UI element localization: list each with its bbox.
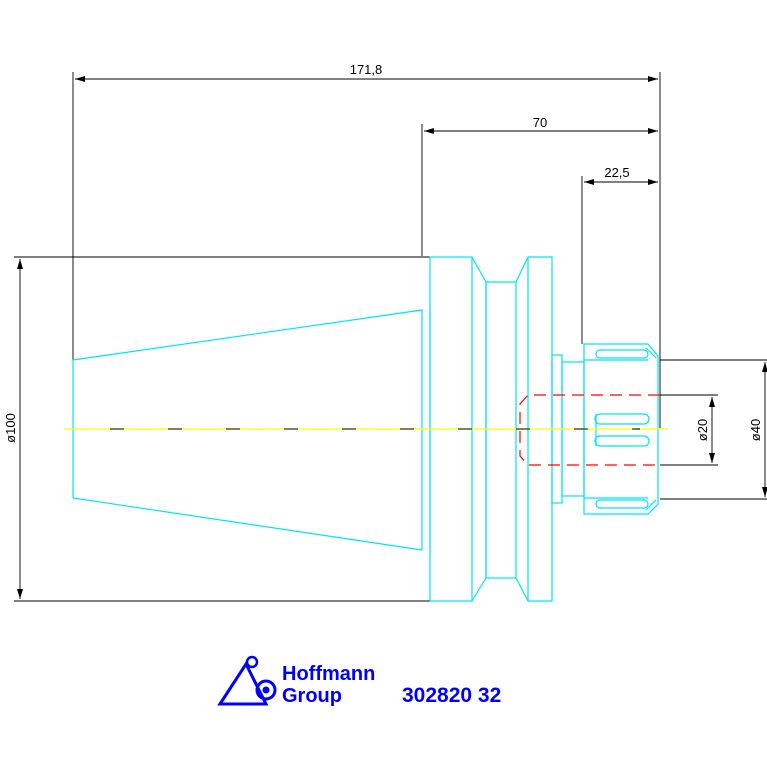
logo-emblem-icon (217, 655, 277, 706)
dimension-overall-length: 171,8 (72, 62, 661, 428)
dimension-bore-diameter: ø20 (660, 394, 718, 466)
logo-word-hoffmann: Hoffmann (282, 663, 375, 685)
taper-shank (72, 309, 423, 551)
bore-diameter-label: ø20 (695, 419, 710, 441)
hidden-bore (519, 394, 660, 466)
hoffmann-group-logo: Hoffmann Group (217, 655, 375, 707)
overall-length-label: 171,8 (350, 62, 383, 77)
dimension-nut-diameter: ø40 (660, 359, 767, 500)
dimension-shank-diameter: ø100 (3, 256, 430, 602)
part-number: 302820 32 (402, 684, 501, 707)
dimension-nut-length: 22,5 (581, 165, 658, 344)
nut-length-label: 22,5 (604, 165, 629, 180)
flange-length-label: 70 (533, 115, 547, 130)
collet-nut (583, 343, 659, 515)
shank-diameter-label: ø100 (3, 413, 18, 443)
nut-diameter-label: ø40 (748, 419, 763, 441)
logo-word-group: Group (282, 685, 342, 707)
dimension-flange-length: 70 (421, 115, 658, 256)
